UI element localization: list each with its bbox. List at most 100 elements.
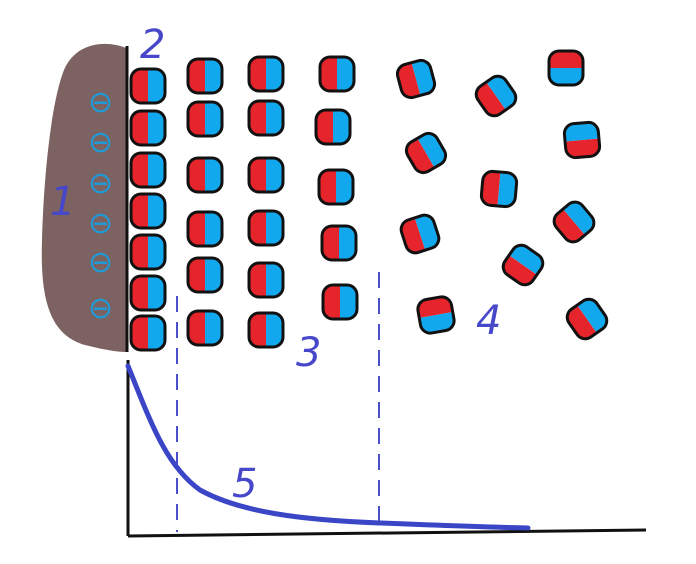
dipole-outline	[129, 192, 167, 230]
dipole-positive-half	[565, 138, 601, 159]
dipole-molecule	[247, 156, 285, 194]
dipole-negative-half	[148, 235, 165, 269]
dipole-outline	[186, 210, 224, 248]
dipole-positive-half	[188, 311, 205, 345]
dipole-positive-half	[131, 111, 148, 145]
dipole-negative-half	[340, 285, 357, 319]
dipole-molecule	[247, 99, 285, 137]
surface-charges: ⊖ ⊖ ⊖ ⊖ ⊖ ⊖	[88, 85, 113, 326]
dipole-molecule	[129, 314, 167, 352]
dipole-outline	[247, 209, 285, 247]
dipole-positive-half	[249, 263, 266, 297]
dipole-negative-half	[205, 59, 222, 93]
dipole-outline	[186, 57, 224, 95]
dipole-negative-half	[414, 212, 442, 251]
negative-charge: ⊖	[88, 85, 113, 120]
dipole-negative-half	[339, 226, 356, 260]
dipole-positive-half	[316, 110, 333, 144]
dipole-negative-half	[148, 69, 165, 103]
dipole-outline	[321, 283, 359, 321]
dipole-molecule	[402, 129, 450, 177]
dipole-outline	[247, 156, 285, 194]
dipole-positive-half	[188, 258, 205, 292]
dipole-molecule	[186, 309, 224, 347]
dipole-positive-half	[188, 158, 205, 192]
dipole-molecule	[247, 55, 285, 93]
dipole-negative-half	[148, 153, 165, 187]
dipole-molecule	[563, 295, 611, 343]
dipole-negative-half	[205, 158, 222, 192]
dipole-outline	[404, 131, 448, 175]
dipole-positive-half	[131, 69, 148, 103]
dipole-positive-half	[472, 82, 506, 120]
dipole-outline	[129, 314, 167, 352]
dipole-molecule	[186, 210, 224, 248]
dipole-positive-half	[188, 212, 205, 246]
dipole-negative-half	[205, 212, 222, 246]
dipole-positive-half	[249, 313, 266, 347]
dipole-outline	[129, 109, 167, 147]
dipole-outline	[186, 156, 224, 194]
dipole-molecule	[395, 58, 437, 100]
dipole-negative-half	[486, 72, 520, 110]
dipole-outline	[565, 297, 609, 341]
dipole-outline	[317, 168, 355, 206]
x-axis	[127, 528, 647, 538]
negative-charge: ⊖	[88, 291, 113, 326]
dipole-outline	[320, 224, 358, 262]
dipole-positive-half	[320, 57, 337, 91]
dipole-outline	[247, 311, 285, 349]
dipole-molecule	[547, 49, 585, 87]
dipole-negative-half	[577, 295, 611, 333]
dipole-outline	[129, 151, 167, 189]
dipole-negative-half	[417, 129, 450, 168]
dipole-outline	[416, 295, 456, 335]
dipole-molecule	[247, 261, 285, 299]
negative-charge: ⊖	[88, 125, 113, 160]
potential-curve	[125, 363, 531, 531]
dipole-molecule	[129, 233, 167, 271]
dipole-outline	[562, 120, 602, 160]
label-electrode: 1	[50, 179, 75, 225]
dipole-outline	[129, 274, 167, 312]
dipole-negative-half	[337, 57, 354, 91]
dipole-positive-half	[249, 211, 266, 245]
electrode	[41, 43, 126, 353]
dipole-molecule	[317, 168, 355, 206]
dipole-outline	[314, 108, 352, 146]
dipole-positive-half	[398, 217, 426, 256]
dipole-negative-half	[266, 263, 283, 297]
dipole-outline	[318, 55, 356, 93]
dipole-molecule	[550, 198, 598, 246]
dipole-negative-half	[148, 276, 165, 310]
dipole-molecule	[321, 283, 359, 321]
dipole-molecule	[247, 311, 285, 349]
dipole-positive-half	[131, 235, 148, 269]
dipole-positive-half	[563, 305, 597, 343]
dipole-positive-half	[131, 153, 148, 187]
label-bulk: 4	[476, 298, 501, 344]
dipole-molecule	[479, 169, 519, 209]
dipole-positive-half	[322, 226, 339, 260]
dipole-negative-half	[336, 170, 353, 204]
dipole-molecule	[499, 241, 547, 289]
dipole-positive-half	[249, 57, 266, 91]
dipole-negative-half	[497, 172, 518, 208]
dipole-molecule	[129, 192, 167, 230]
dipole-molecule	[186, 100, 224, 138]
dipole-negative-half	[266, 313, 283, 347]
dipole-negative-half	[266, 158, 283, 192]
dipole-negative-half	[266, 211, 283, 245]
label-curve: 5	[232, 461, 257, 507]
dipole-outline	[479, 169, 519, 209]
dipole-molecule	[129, 67, 167, 105]
dipole-negative-half	[205, 258, 222, 292]
dipole-positive-half	[549, 51, 583, 68]
dipole-molecule	[314, 108, 352, 146]
dipole-outline	[186, 256, 224, 294]
negative-charge: ⊖	[88, 206, 113, 241]
dipole-negative-half	[266, 101, 283, 135]
dipole-molecule	[186, 256, 224, 294]
dipole-outline	[247, 55, 285, 93]
